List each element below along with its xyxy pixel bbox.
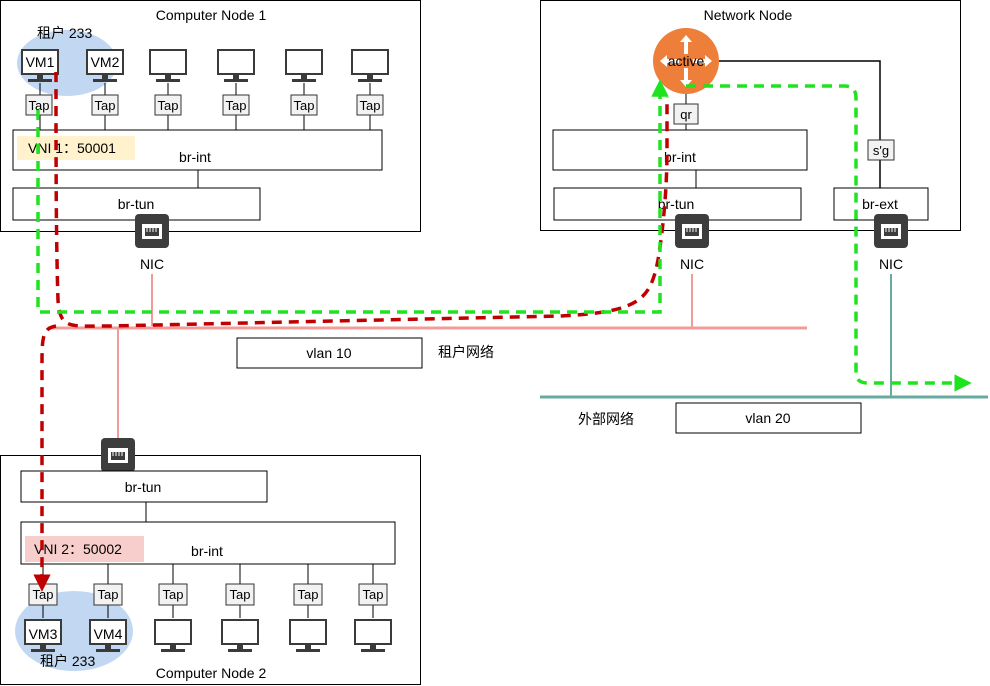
tap-interface: Tap: [91, 94, 119, 116]
network-node-title: Network Node: [704, 7, 793, 23]
br-int-label: br-int: [664, 149, 696, 165]
tap-interface: Tap: [154, 94, 182, 116]
vlan20-box: [675, 402, 862, 434]
green-traffic-path: [36, 79, 669, 314]
external-network-label: 外部网络: [578, 411, 634, 427]
br-int-label: br-int: [179, 149, 211, 165]
tap-label: Tap: [29, 98, 50, 113]
br-tun-label: br-tun: [125, 479, 162, 495]
nic-label: NIC: [680, 256, 704, 272]
external-network: 外部网络 vlan 20: [540, 395, 988, 434]
vlan20-label: vlan 20: [745, 410, 790, 426]
sg-label: s'g: [873, 143, 889, 158]
red-traffic-path: [42, 71, 669, 583]
tap-interface: Tap: [293, 583, 323, 606]
tap-label: Tap: [298, 587, 319, 602]
tap-interface: Tap: [25, 94, 53, 116]
tap-label: Tap: [163, 587, 184, 602]
br-ext-label: br-ext: [862, 196, 898, 212]
node1-title: Computer Node 1: [156, 7, 267, 23]
br-tun-bridge[interactable]: [20, 470, 268, 503]
computer-node-1: Computer Node 1 租户 233 VM1 VM2 Tap Tap: [0, 0, 421, 326]
vni-label: VNI 1：50001: [28, 140, 116, 156]
vm-label: VM3: [29, 626, 58, 642]
qr-label: qr: [680, 107, 692, 122]
sg-port: [867, 139, 895, 161]
br-int-label: br-int: [191, 543, 223, 559]
nic-icon[interactable]: [674, 213, 710, 249]
router-state-label: active: [668, 53, 705, 69]
tap-interface: Tap: [28, 583, 58, 606]
tap-interface: Tap: [356, 94, 384, 116]
nic-label: NIC: [879, 256, 903, 272]
br-tun-label: br-tun: [118, 196, 155, 212]
vm-label: VM4: [94, 626, 123, 642]
qr-port: [673, 103, 699, 125]
vm-label: VM1: [26, 54, 55, 70]
br-int-bridge[interactable]: [552, 129, 808, 171]
tap-interface: Tap: [358, 583, 388, 606]
tenant-network-label: 租户网络: [438, 344, 494, 360]
tap-label: Tap: [98, 587, 119, 602]
tap-interface: Tap: [290, 94, 318, 116]
tap-label: Tap: [360, 98, 381, 113]
vlan10-box: [236, 337, 423, 369]
tap-interface: Tap: [93, 583, 123, 606]
tenant-label: 租户 233: [37, 25, 92, 41]
br-tun-bridge[interactable]: [12, 187, 261, 221]
tap-interface: Tap: [225, 583, 255, 606]
tenant-label: 租户 233: [40, 653, 95, 669]
tap-label: Tap: [363, 587, 384, 602]
nic-icon[interactable]: [873, 213, 909, 249]
tap-label: Tap: [294, 98, 315, 113]
vni-label: VNI 2：50002: [34, 541, 122, 557]
nic-icon[interactable]: [134, 213, 170, 249]
tap-label: Tap: [158, 98, 179, 113]
nic-label: NIC: [140, 256, 164, 272]
br-tun-label: br-tun: [658, 196, 695, 212]
green-external-path: [686, 84, 972, 392]
tap-label: Tap: [226, 98, 247, 113]
tap-label: Tap: [33, 587, 54, 602]
tap-label: Tap: [230, 587, 251, 602]
vm-label: VM2: [91, 54, 120, 70]
router-icon[interactable]: [653, 28, 719, 94]
tap-interface: Tap: [222, 94, 250, 116]
network-node: Network Node active qr br-int br-tun s'g…: [540, 0, 961, 397]
tap-label: Tap: [95, 98, 116, 113]
vni-highlight: [25, 536, 144, 562]
vlan10-label: vlan 10: [306, 345, 351, 361]
tap-interface: Tap: [158, 583, 188, 606]
nic-icon[interactable]: [100, 437, 136, 473]
tenant-network: vlan 10 租户网络: [48, 326, 807, 438]
node2-title: Computer Node 2: [156, 665, 267, 681]
computer-node-2: br-tun VNI 2：50002 br-int Tap Tap Tap: [0, 437, 421, 685]
